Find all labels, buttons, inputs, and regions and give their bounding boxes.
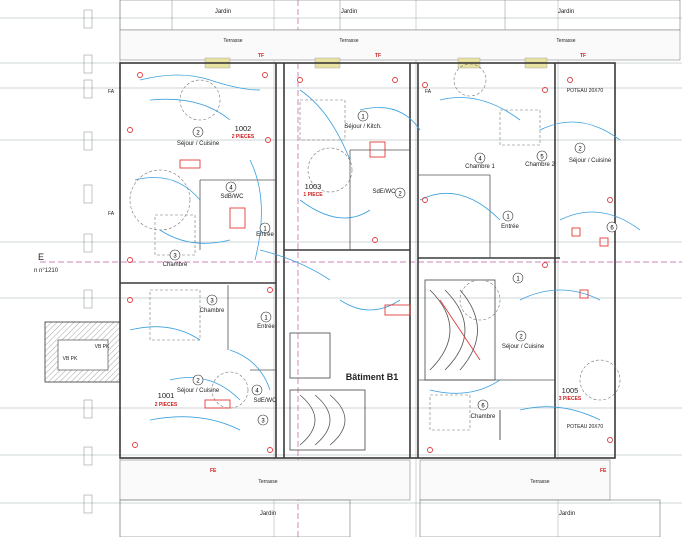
fa-mark-1: FA (108, 89, 115, 95)
apartment-1002-number: 1002 (235, 124, 252, 133)
room-sde-1001: SdE/WC (253, 398, 277, 404)
building-label: Bâtiment B1 (346, 372, 399, 382)
apartment-1001-number: 1001 (158, 391, 175, 400)
garden-label-5: Jardin (559, 511, 575, 517)
svg-text:2: 2 (196, 379, 200, 385)
svg-text:2: 2 (578, 147, 582, 153)
tf-mark-3: TF (580, 53, 586, 59)
tf-mark-2: TF (375, 53, 381, 59)
axis-tags (83, 9, 93, 514)
bottom-gardens (119, 459, 661, 537)
room-chambre-1002: Chambre (163, 262, 188, 268)
svg-text:4: 4 (478, 157, 482, 163)
svg-text:6: 6 (610, 226, 614, 232)
room-sde-1003: SdE/WC (372, 189, 396, 195)
room-sejour-cuisine-1002: Séjour / Cuisine (177, 141, 220, 147)
fe-mark-1: FE (210, 468, 217, 474)
section-label: n n°1210 (34, 268, 59, 274)
fa-mark-2: FA (108, 211, 115, 217)
room-chambre-1005: Chambre (471, 414, 496, 420)
apartment-1003-number: 1003 (305, 182, 322, 191)
room-sejour-kitch-1003: Séjour / Kitch. (344, 124, 382, 130)
svg-text:5: 5 (540, 155, 544, 161)
fe-mark-2: FE (600, 468, 607, 474)
terrace-label-3: Terrasse (556, 38, 575, 44)
svg-text:1: 1 (361, 115, 365, 121)
room-sejour-cuisine-1001: Séjour / Cuisine (177, 388, 220, 394)
tf-mark-1: TF (258, 53, 264, 59)
vb-pk-label-2: VB PK (63, 356, 78, 362)
room-sejour-cuisine-right: Séjour / Cuisine (569, 158, 612, 164)
svg-text:3: 3 (173, 254, 177, 260)
svg-text:2: 2 (398, 192, 402, 198)
apartment-1002-type: 2 PIECES (232, 134, 255, 140)
svg-text:2: 2 (519, 335, 523, 341)
terrace-label-2: Terrasse (339, 38, 358, 44)
apartment-1005-type: 3 PIECES (559, 396, 582, 402)
svg-text:6: 6 (481, 404, 485, 410)
svg-text:4: 4 (255, 389, 259, 395)
red-symbols (127, 72, 613, 453)
staircases (289, 279, 501, 451)
apartment-1005-number: 1005 (562, 386, 579, 395)
room-chambre-1001: Chambre (200, 308, 225, 314)
garden-label-4: Jardin (260, 511, 276, 517)
building-walls (119, 62, 616, 459)
room-entree-right: Entrée (501, 224, 519, 230)
garden-label-1: Jardin (215, 9, 231, 15)
terrace-label-4: Terrasse (258, 479, 277, 485)
poteau-label-bottom: POTEAU 20X70 (567, 424, 604, 430)
room-chambre2-1005: Chambre 2 (525, 162, 555, 168)
room-entree-1001: Entrée (257, 324, 275, 330)
room-entree-1002: Entrée (256, 232, 274, 238)
blue-network (129, 74, 641, 431)
terrace-label-5: Terrasse (530, 479, 549, 485)
axis-label-e: E (38, 252, 44, 262)
svg-text:1: 1 (516, 277, 520, 283)
room-number-circles: 2 4 3 1 1 2 4 5 2 1 6 3 1 2 4 1 2 6 3 (169, 110, 618, 426)
svg-text:4: 4 (229, 186, 233, 192)
room-sdb-1002: SdB/WC (220, 194, 244, 200)
vb-pk-inner (57, 339, 109, 371)
terrace-label-1: Terrasse (223, 38, 242, 44)
top-gardens (119, 0, 681, 69)
garden-label-3: Jardin (558, 9, 574, 15)
svg-text:1: 1 (263, 227, 267, 233)
svg-text:1: 1 (506, 215, 510, 221)
svg-text:2: 2 (196, 131, 200, 137)
vb-pk-label-1: VB PK (95, 344, 110, 350)
room-chambre1-1005: Chambre 1 (465, 164, 495, 170)
poteau-label-top: POTEAU 20X70 (567, 88, 604, 94)
apartment-1003-type: 1 PIECE (303, 192, 323, 198)
fa-mark-3: FA (425, 89, 432, 95)
svg-text:1: 1 (264, 316, 268, 322)
svg-text:3: 3 (261, 419, 265, 425)
svg-text:3: 3 (210, 299, 214, 305)
garden-label-2: Jardin (341, 9, 357, 15)
room-sejour-cuisine-1005: Séjour / Cuisine (502, 344, 545, 350)
apartment-1001-type: 2 PIECES (155, 402, 178, 408)
